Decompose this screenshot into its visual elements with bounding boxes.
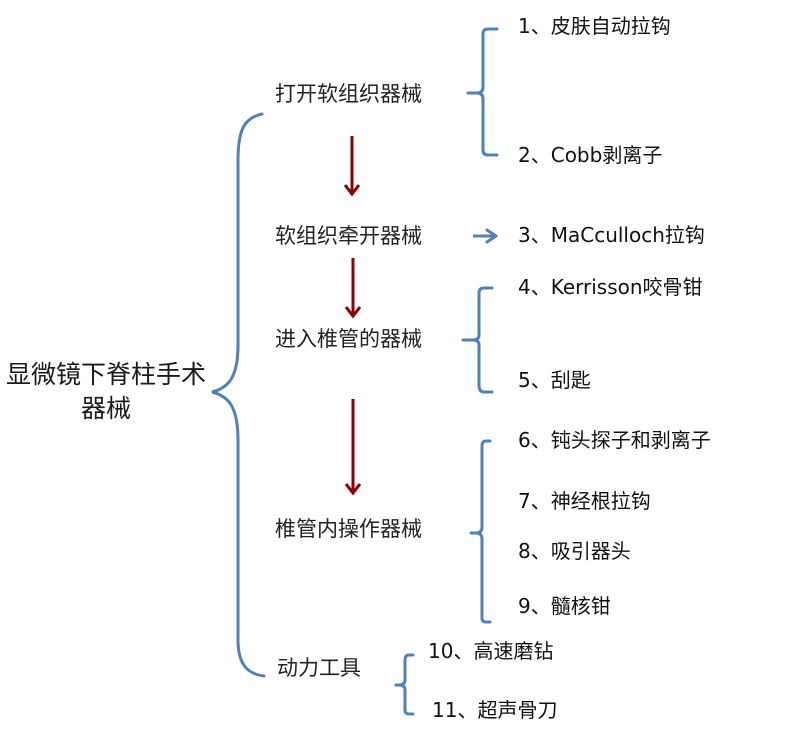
category-2-arrow-head	[485, 228, 498, 244]
root-label: 显微镜下脊柱手术器械	[6, 360, 207, 423]
category-1-bracket	[466, 27, 499, 157]
category-label: 动力工具	[277, 656, 361, 680]
instrument-item: 6、钝头探子和剥离子	[518, 428, 711, 452]
category-label: 软组织牵开器械	[275, 224, 422, 248]
flow-arrow-1-2	[343, 136, 361, 197]
instrument-item: 2、Cobb剥离子	[518, 143, 663, 167]
flow-arrow-3-4	[344, 399, 362, 496]
category-3-bracket	[461, 286, 494, 394]
root-brace	[211, 112, 266, 678]
category-label: 进入椎管的器械	[275, 327, 422, 351]
instrument-item: 8、吸引器头	[518, 539, 631, 563]
instrument-item: 9、髓核钳	[518, 594, 611, 618]
category-label: 椎管内操作器械	[275, 517, 422, 541]
category-5-bracket	[394, 653, 415, 716]
instrument-item: 11、超声骨刀	[432, 698, 558, 722]
instrument-item: 3、MaCculloch拉钩	[518, 223, 705, 247]
instrument-item: 10、高速磨钻	[428, 639, 554, 663]
instrument-item: 7、神经根拉钩	[518, 489, 651, 513]
category-label: 打开软组织器械	[275, 82, 422, 106]
instrument-item: 1、皮肤自动拉钩	[518, 14, 671, 38]
instrument-item: 5、刮匙	[518, 368, 591, 392]
flow-arrow-2-3	[344, 258, 362, 319]
instrument-item: 4、Kerrisson咬骨钳	[518, 275, 703, 299]
category-4-bracket	[469, 439, 492, 624]
